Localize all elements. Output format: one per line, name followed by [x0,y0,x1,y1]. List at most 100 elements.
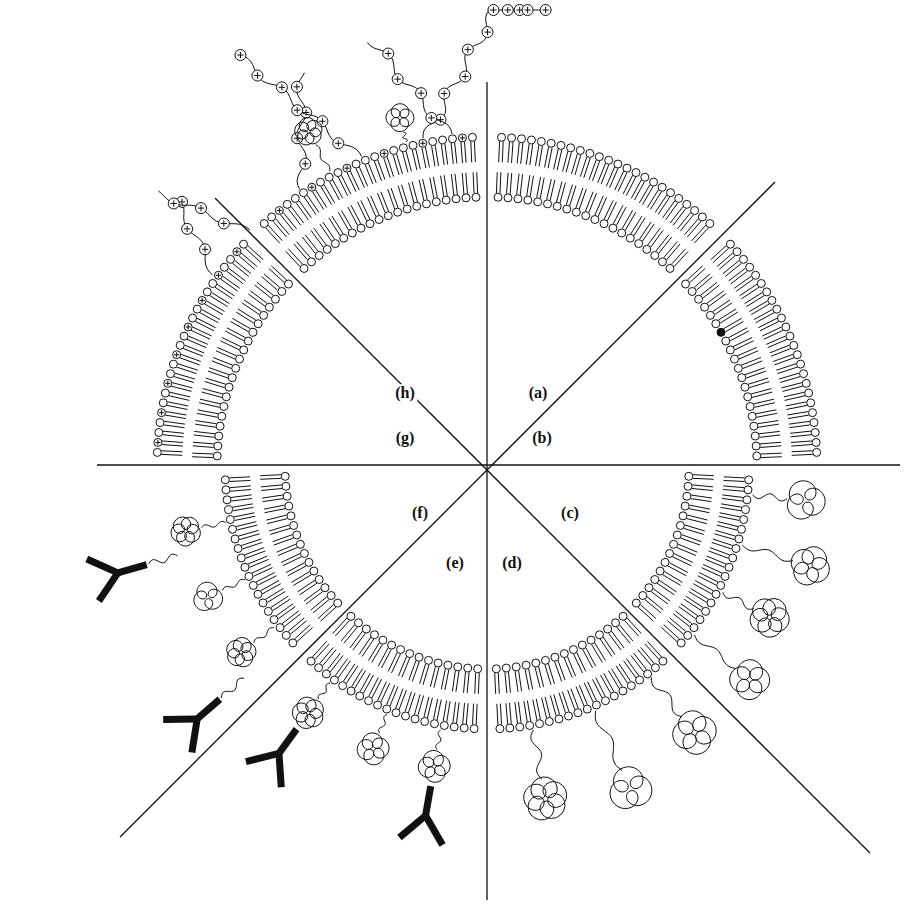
lipid-tail [177,367,197,374]
lipid-tail [580,157,587,177]
lipid-tail [430,178,434,199]
lipid-tail [691,588,709,599]
lipid-head [712,590,720,598]
lipid-tail [724,477,745,478]
lipid-tail [368,163,376,183]
lipid-tail [273,535,293,542]
lipid-head [283,492,291,500]
lipid-head [726,346,734,354]
lipid-tail [536,699,540,720]
lipid-head [773,305,781,313]
lipid-tail [762,327,781,336]
lipid-tail [381,649,391,668]
lipid-tail [169,396,189,401]
lipid-tail [381,683,390,702]
lipid-head [422,200,430,208]
lipid-tail [509,703,511,724]
lipid-tail [338,661,350,678]
charge-plus [487,29,488,35]
lipid-tail [191,330,210,339]
lipid-tail [721,504,742,507]
lipid-head [739,255,747,263]
lipid-tail [216,351,235,359]
lipid-tail [500,704,501,725]
charge-plus [296,84,297,90]
lipid-head [741,383,749,391]
lipid-tail [756,410,777,414]
lipid-head [225,506,233,514]
lipid-head [203,288,211,296]
lipid-tail [441,144,444,165]
charge-plus [527,7,528,13]
polymer-tether [318,683,330,699]
lipid-head [670,540,678,548]
lipid-tail [743,361,763,369]
charge-bead [276,82,287,93]
lipid-tail [699,573,718,582]
lipid-head [343,164,351,172]
lipid-tail [246,551,266,558]
lipid-tail [515,671,518,692]
lipid-tail [792,454,813,456]
lipid-tail [758,424,779,427]
lipid-tail [574,654,583,673]
lipid-head [730,355,738,363]
lipid-tail [304,197,316,214]
lipid-tail [789,421,810,424]
lipid-tail [248,556,267,564]
lipid-tail [174,377,194,383]
lipid-head [610,692,618,700]
lipid-head [810,419,818,427]
lipid-head [173,351,181,359]
lipid-head [284,280,292,288]
lipid-head [159,399,167,407]
lipid-tail [451,143,453,164]
lipid-head [315,251,323,259]
lipid-tail [363,675,373,693]
lipid-tail [205,304,223,315]
lipid-tail [579,189,586,209]
polymer-tether [149,554,178,564]
lipid-tail [162,441,183,443]
lipid-tail [230,486,251,488]
lipid-head [379,636,387,644]
lipid-head [666,549,674,557]
lipid-tail [623,175,632,194]
lipid-head [458,134,466,142]
lipid-head [574,709,582,717]
lipid-head [308,183,316,191]
lipid-head [522,661,530,669]
lipid-tail [387,157,394,177]
lipid-tail [199,403,219,408]
lipid-head [425,656,433,664]
lipid-head [315,664,323,672]
polymer-coil [791,547,829,585]
lipid-head [800,370,808,378]
lipid-head [384,212,392,220]
lipid-tail [434,699,438,720]
lipid-tail [733,338,752,347]
lipid-head [356,692,364,700]
lipid-bilayer [153,133,820,732]
lipid-head [371,153,379,161]
lipid-tail [323,650,336,666]
lipid-tail [557,182,562,202]
lipid-tail [315,644,329,660]
charge-plus [440,116,441,122]
lipid-head [249,581,257,589]
lipid-head [394,208,402,216]
lipid-tail [399,690,406,710]
lipid-tail [592,161,599,181]
lipid-tail [507,173,509,194]
lipid-tail [787,405,808,409]
lipid-head [282,482,290,490]
lipid-tail [372,679,381,698]
lipid-tail [422,148,426,169]
lipid-tail [441,176,444,197]
lipid-tail [545,147,549,168]
lipid-head [732,545,740,553]
lipid-head [618,229,626,237]
lipid-head [347,687,355,695]
lipid-tail [302,237,315,253]
lipid-head [641,173,649,181]
